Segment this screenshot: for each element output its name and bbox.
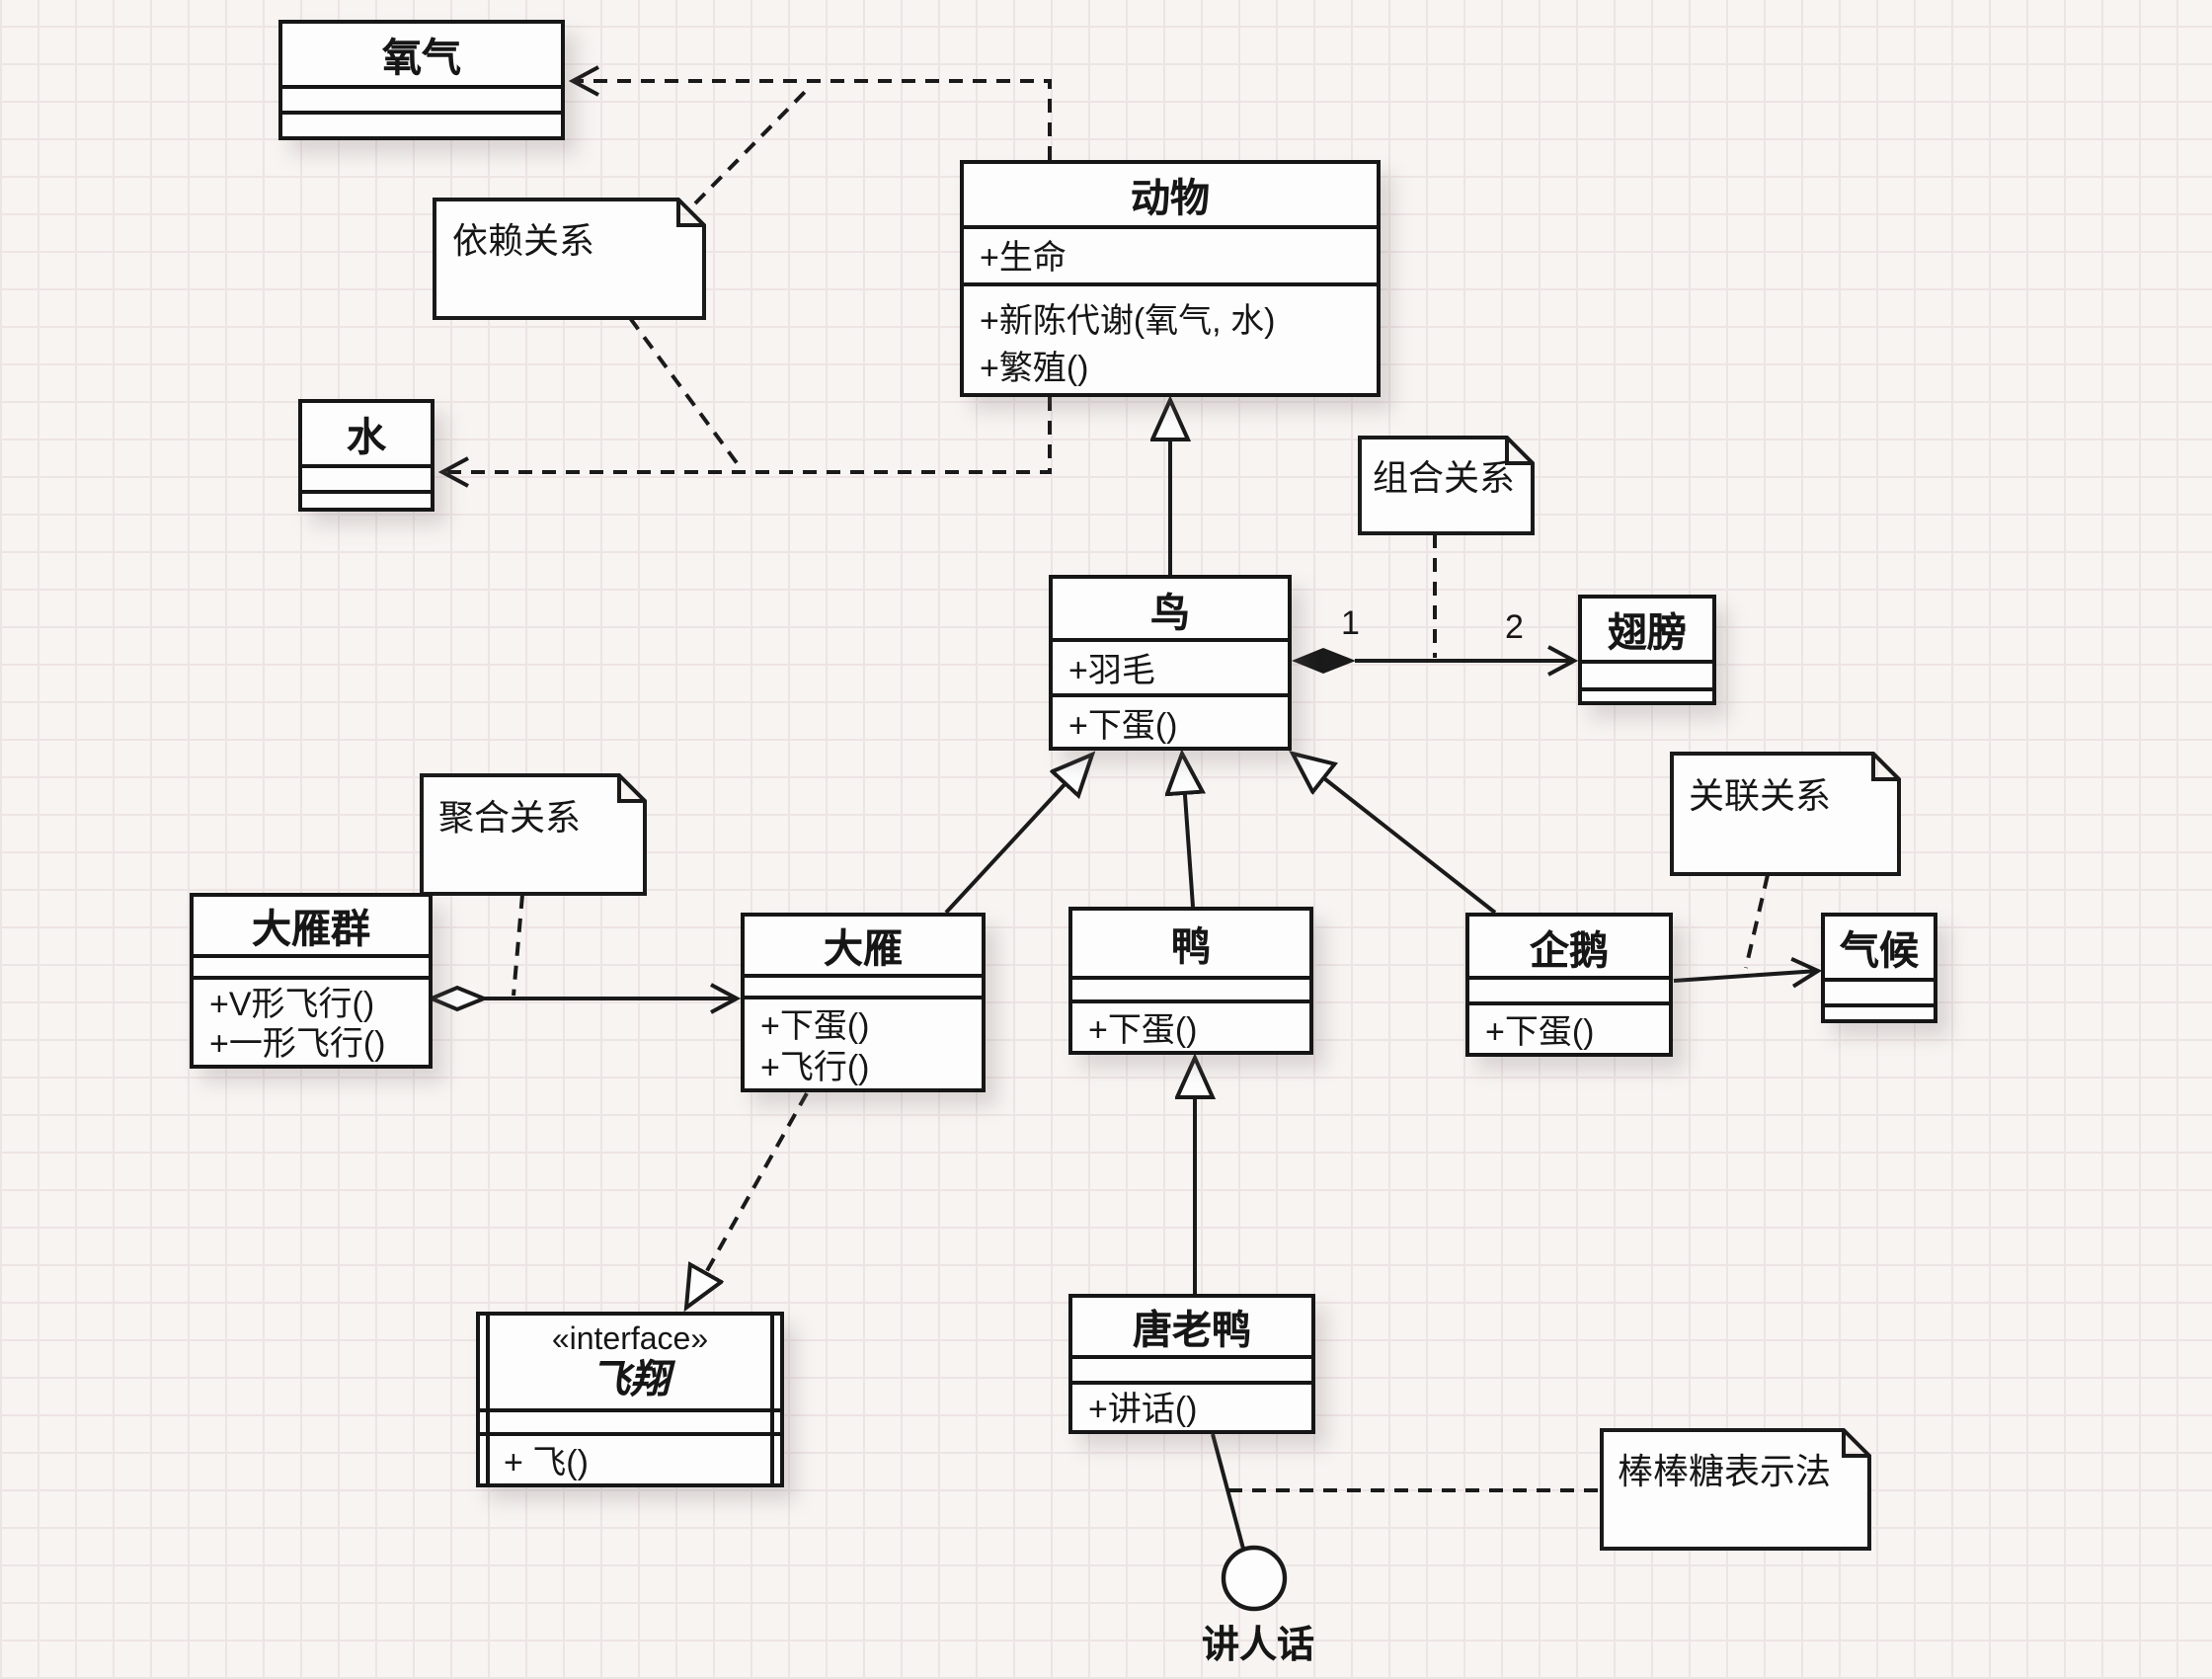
interface-fly-stereotype: «interface»: [551, 1322, 709, 1357]
class-climate[interactable]: 气候: [1821, 913, 1937, 1023]
class-penguin-operations: +下蛋(): [1469, 1001, 1669, 1053]
class-donald-duck[interactable]: 唐老鸭 +讲话(): [1068, 1294, 1315, 1434]
class-wing[interactable]: 翅膀: [1578, 595, 1716, 705]
class-penguin-name: 企鹅: [1530, 929, 1609, 974]
operation: +下蛋(): [760, 1007, 870, 1045]
class-donald-duck-attributes: [1072, 1355, 1311, 1381]
interface-fly-name: 飞翔: [591, 1358, 670, 1402]
operation: +一形飞行(): [209, 1025, 386, 1063]
class-duck[interactable]: 鸭 +下蛋(): [1068, 907, 1313, 1055]
operation: +下蛋(): [1485, 1013, 1595, 1051]
lollipop-circle[interactable]: [1221, 1545, 1288, 1612]
class-water-attributes: [302, 464, 431, 490]
operation: +V形飞行(): [209, 986, 375, 1023]
class-oxygen[interactable]: 氧气: [278, 20, 565, 140]
class-climate-attributes: [1825, 978, 1934, 1003]
class-penguin-attributes: [1469, 976, 1669, 1001]
dependency-animal-water[interactable]: [437, 397, 1052, 488]
class-climate-operations: [1825, 1003, 1934, 1019]
class-goose[interactable]: 大雁 +下蛋() +飞行(): [741, 913, 986, 1092]
class-goose-flock-operations: +V形飞行() +一形飞行(): [194, 976, 429, 1065]
dependency-note-label: 依赖关系: [452, 221, 594, 261]
aggregation-note-label: 聚合关系: [438, 798, 581, 838]
class-goose-flock-name: 大雁群: [252, 909, 370, 952]
interface-fly-operations: + 飞(): [480, 1432, 780, 1483]
lollipop-note-label: 棒棒糖表示法: [1618, 1452, 1831, 1491]
realization-goose-fly[interactable]: [686, 1092, 809, 1308]
association-penguin-climate[interactable]: [1673, 956, 1823, 989]
class-bird[interactable]: 鸟 +羽毛 +下蛋(): [1049, 575, 1292, 751]
operation: +下蛋(): [1088, 1011, 1198, 1049]
dependency-note-connector-bottom[interactable]: [628, 316, 743, 470]
class-animal-operations: +新陈代谢(氧气, 水) +繁殖(): [964, 282, 1377, 393]
class-goose-name: 大雁: [824, 928, 903, 972]
class-water-name: 水: [347, 417, 386, 460]
association-note-label: 关联关系: [1689, 776, 1831, 816]
class-goose-operations: +下蛋() +飞行(): [745, 996, 982, 1088]
operation: +下蛋(): [1068, 707, 1178, 745]
class-duck-name: 鸭: [1171, 925, 1211, 970]
generalization-duck-bird[interactable]: [1182, 754, 1193, 908]
composition-note-shape[interactable]: [1358, 436, 1535, 535]
lollipop-note-shape[interactable]: [1600, 1428, 1871, 1551]
class-oxygen-name: 氧气: [382, 38, 461, 81]
lollipop-interface-label: 讲人话: [1201, 1626, 1314, 1667]
lollipop-stick[interactable]: [1211, 1433, 1245, 1550]
aggregation-diamond[interactable]: [426, 985, 490, 1012]
interface-fly-attributes: [480, 1408, 780, 1432]
attribute: +生命: [980, 239, 1066, 277]
class-water[interactable]: 水: [298, 399, 434, 512]
class-goose-flock-attributes: [194, 954, 429, 976]
class-bird-name: 鸟: [1150, 592, 1190, 636]
generalization-goose-bird[interactable]: [944, 755, 1092, 915]
association-note-shape[interactable]: [1670, 752, 1901, 876]
multiplicity-2-label: 2: [1505, 608, 1524, 646]
class-oxygen-operations: [282, 111, 561, 136]
dependency-animal-oxygen[interactable]: [568, 65, 1052, 160]
composition-note-label: 组合关系: [1373, 458, 1515, 498]
class-water-operations: [302, 490, 431, 508]
composition-diamond[interactable]: [1292, 648, 1356, 674]
aggregation-note-shape[interactable]: [420, 773, 647, 896]
operation: + 飞(): [504, 1444, 589, 1481]
operation: +繁殖(): [980, 350, 1089, 387]
operation: +新陈代谢(氧气, 水): [980, 302, 1276, 340]
class-goose-flock[interactable]: 大雁群 +V形飞行() +一形飞行(): [190, 893, 433, 1069]
class-donald-duck-operations: +讲话(): [1072, 1381, 1311, 1430]
multiplicity-1-label: 1: [1341, 604, 1360, 642]
class-wing-attributes: [1582, 660, 1712, 687]
operation: +讲话(): [1088, 1391, 1198, 1428]
class-wing-operations: [1582, 687, 1712, 701]
class-duck-operations: +下蛋(): [1072, 999, 1309, 1051]
attribute: +羽毛: [1068, 652, 1155, 690]
class-penguin[interactable]: 企鹅 +下蛋(): [1465, 913, 1673, 1057]
class-bird-operations: +下蛋(): [1053, 693, 1288, 747]
class-wing-name: 翅膀: [1608, 612, 1687, 656]
association-note-connector[interactable]: [1744, 874, 1770, 969]
aggregation-note-connector[interactable]: [512, 894, 524, 997]
interface-fly[interactable]: «interface» 飞翔 + 飞(): [476, 1312, 784, 1487]
dependency-note-connector-top[interactable]: [693, 85, 812, 205]
class-duck-attributes: [1072, 975, 1309, 999]
class-animal-name: 动物: [1131, 178, 1210, 221]
generalization-penguin-bird[interactable]: [1293, 754, 1497, 915]
class-donald-duck-name: 唐老鸭: [1133, 1310, 1251, 1353]
class-bird-attributes: +羽毛: [1053, 638, 1288, 694]
class-climate-name: 气候: [1840, 930, 1919, 974]
class-animal-attributes: +生命: [964, 225, 1377, 282]
class-oxygen-attributes: [282, 85, 561, 111]
dependency-note-shape[interactable]: [433, 198, 706, 320]
class-animal[interactable]: 动物 +生命 +新陈代谢(氧气, 水) +繁殖(): [960, 160, 1381, 397]
class-goose-attributes: [745, 974, 982, 996]
operation: +飞行(): [760, 1049, 870, 1086]
